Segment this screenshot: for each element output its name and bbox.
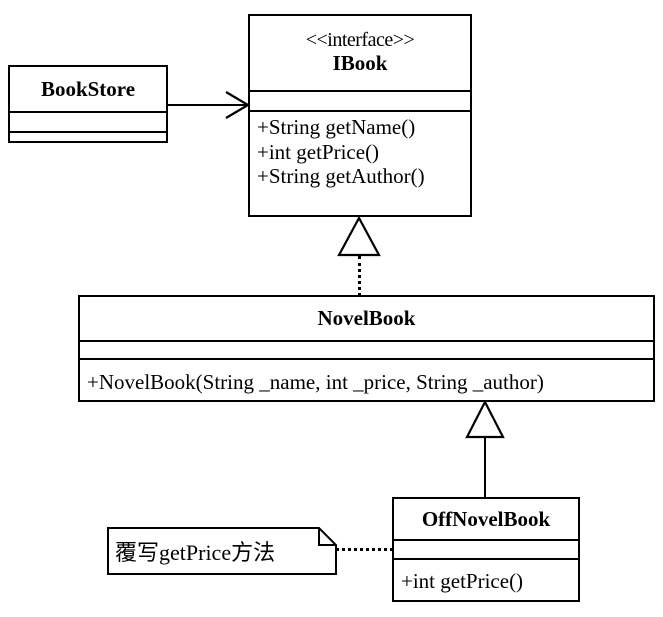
class-box-ibook[interactable]: <<interface>> IBook +String getName() +i… xyxy=(248,14,472,217)
realization-line-novelbook-ibook xyxy=(358,256,361,296)
class-name-compartment-bookstore: BookStore xyxy=(10,67,166,111)
class-attributes-compartment-offnovelbook xyxy=(394,539,578,558)
class-methods-compartment-ibook: +String getName() +int getPrice() +Strin… xyxy=(250,110,470,215)
class-stereotype-ibook: <<interface>> xyxy=(305,29,415,52)
class-methods-compartment-novelbook: +NovelBook(String _name, int _price, Str… xyxy=(80,358,653,404)
class-name-novelbook: NovelBook xyxy=(317,306,416,331)
class-name-compartment-novelbook: NovelBook xyxy=(80,297,653,340)
class-methods-compartment-offnovelbook: +int getPrice() xyxy=(394,558,578,602)
method-item: +int getPrice() xyxy=(257,139,380,164)
class-name-offnovelbook: OffNovelBook xyxy=(421,506,551,531)
class-attributes-compartment-novelbook xyxy=(80,340,653,358)
generalization-line-offnovelbook-novelbook xyxy=(484,436,487,498)
class-name-bookstore: BookStore xyxy=(40,76,136,101)
class-name-compartment-offnovelbook: OffNovelBook xyxy=(394,499,578,539)
note-override-getprice[interactable]: 覆写getPrice方法 xyxy=(107,527,337,575)
class-attributes-compartment-ibook xyxy=(250,90,470,110)
class-box-novelbook[interactable]: NovelBook +NovelBook(String _name, int _… xyxy=(78,295,655,402)
method-item: +int getPrice() xyxy=(401,568,524,593)
note-text: 覆写getPrice方法 xyxy=(115,540,276,565)
method-item: +NovelBook(String _name, int _price, Str… xyxy=(87,369,544,394)
class-name-compartment-ibook: <<interface>> IBook xyxy=(250,16,470,90)
class-box-offnovelbook[interactable]: OffNovelBook +int getPrice() xyxy=(392,497,580,602)
class-box-bookstore[interactable]: BookStore xyxy=(8,65,168,143)
class-methods-compartment-bookstore xyxy=(10,131,166,151)
generalization-triangle-offnovelbook-novelbook xyxy=(465,399,505,439)
class-attributes-compartment-bookstore xyxy=(10,111,166,131)
method-item: +String getAuthor() xyxy=(257,164,425,189)
association-line-bookstore-ibook xyxy=(168,104,248,106)
association-arrowhead-open xyxy=(224,90,251,120)
note-anchor-line xyxy=(336,548,393,551)
realization-triangle-novelbook-ibook xyxy=(337,215,381,257)
class-name-ibook: IBook xyxy=(332,51,388,76)
method-item: +String getName() xyxy=(257,115,416,139)
